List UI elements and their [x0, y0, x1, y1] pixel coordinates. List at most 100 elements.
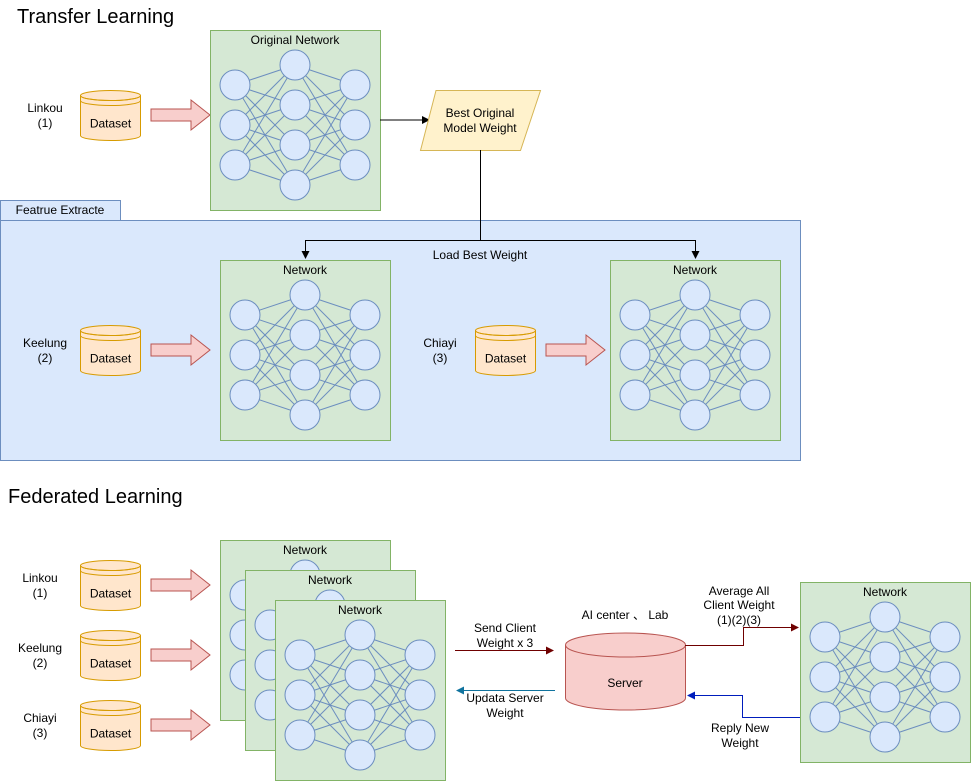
dataset-cylinder-ring [80, 335, 141, 341]
network-node [229, 299, 261, 331]
dataset-label: Dataset [90, 352, 132, 366]
network-node [284, 719, 316, 751]
network-edge [634, 294, 696, 396]
network-node [739, 379, 771, 411]
dataset-linkou-fed: Dataset [80, 560, 141, 611]
fed-feed-arrow-2 [150, 638, 211, 672]
fed-chiayi-label: Chiayi [23, 711, 56, 725]
update-label-2: Weight [486, 706, 524, 720]
keelung-network-graph [229, 279, 381, 431]
network-node [679, 319, 711, 351]
best-weight-line2: Model Weight [443, 121, 517, 135]
network-node [229, 339, 261, 371]
network-node [279, 89, 311, 121]
network-node [869, 721, 901, 753]
fed-network-label-1: Network [283, 543, 328, 557]
network-node [679, 279, 711, 311]
dataset-label: Dataset [90, 587, 132, 601]
dataset-label: Dataset [90, 117, 132, 131]
network-edge [824, 616, 886, 718]
network-node [619, 339, 651, 371]
dataset-cylinder-body [475, 330, 536, 376]
network-node [279, 49, 311, 81]
original-network-label: Original Network [251, 33, 341, 47]
network-node [349, 379, 381, 411]
network-node [289, 279, 321, 311]
server-cylinder [565, 632, 686, 711]
dataset-keelung-transfer: Dataset [80, 325, 141, 376]
server-label: Server [607, 676, 642, 690]
network-node [869, 681, 901, 713]
update-label-1: Updata Server [466, 691, 543, 705]
network-node [404, 719, 436, 751]
network-node [679, 359, 711, 391]
network-node [284, 639, 316, 671]
average-label-3: (1)(2)(3) [717, 613, 761, 627]
dataset-cylinder-body [80, 705, 141, 751]
network-node [739, 339, 771, 371]
network-edge [244, 294, 306, 396]
chiayi-network-label: Network [673, 263, 718, 277]
network-node [339, 109, 371, 141]
feed-arrow-chiayi [545, 333, 606, 367]
feed-arrow-linkou [150, 98, 211, 132]
feature-extract-tab [0, 200, 121, 221]
dataset-cylinder-ring [80, 565, 141, 571]
dataset-cylinder-ring [80, 330, 141, 336]
keelung-network-label: Network [283, 263, 328, 277]
network-node [344, 619, 376, 651]
network-node [344, 699, 376, 731]
dataset-chiayi-fed: Dataset [80, 700, 141, 751]
chiayi-label: Chiayi [423, 336, 456, 350]
load-arrow-left [301, 150, 481, 259]
dataset-cylinder-ring [475, 335, 536, 341]
network-node [219, 149, 251, 181]
send-label-1: Send Client [474, 621, 537, 635]
keelung-label: Keelung [23, 336, 67, 350]
dataset-label: Dataset [90, 657, 132, 671]
best-weight-box [419, 90, 542, 151]
network-edge [234, 64, 296, 166]
network-node [279, 129, 311, 161]
dataset-cylinder-ring [80, 570, 141, 576]
transfer-learning-title: Transfer Learning [17, 6, 174, 28]
network-node [229, 379, 261, 411]
server-network-label: Network [863, 585, 908, 599]
network-node [809, 701, 841, 733]
network-node [404, 679, 436, 711]
network-node [869, 601, 901, 633]
network-node [289, 319, 321, 351]
network-node [929, 701, 961, 733]
network-edge [304, 314, 366, 416]
fed-linkou-index: (1) [33, 586, 48, 600]
linkou-label: Linkou [27, 101, 62, 115]
network-edge [359, 654, 421, 756]
network-node [219, 69, 251, 101]
dataset-cylinder-ring [80, 100, 141, 106]
dataset-cylinder-ring [80, 95, 141, 101]
fed-network-label-2: Network [308, 573, 353, 587]
network-node [339, 149, 371, 181]
network-node [929, 661, 961, 693]
network-node [809, 621, 841, 653]
fed-feed-arrow-3 [150, 708, 211, 742]
best-weight-line1: Best Original [446, 106, 515, 120]
network-node [344, 739, 376, 771]
reply-label-2: Weight [721, 736, 759, 750]
send-label-2: Weight x 3 [477, 636, 534, 650]
chiayi-index: (3) [433, 351, 448, 365]
dataset-label: Dataset [90, 727, 132, 741]
network-edge [884, 636, 946, 738]
network-node [279, 169, 311, 201]
network-node [869, 641, 901, 673]
dataset-cylinder-ring [80, 635, 141, 641]
dataset-linkou-transfer: Dataset [80, 90, 141, 141]
fed-keelung-index: (2) [33, 656, 48, 670]
reply-label-1: Reply New [711, 721, 769, 735]
feature-extract-label: Featrue Extracte [16, 203, 105, 217]
network-node [284, 679, 316, 711]
dataset-cylinder-ring [80, 710, 141, 716]
network-node [344, 659, 376, 691]
keelung-index: (2) [38, 351, 53, 365]
